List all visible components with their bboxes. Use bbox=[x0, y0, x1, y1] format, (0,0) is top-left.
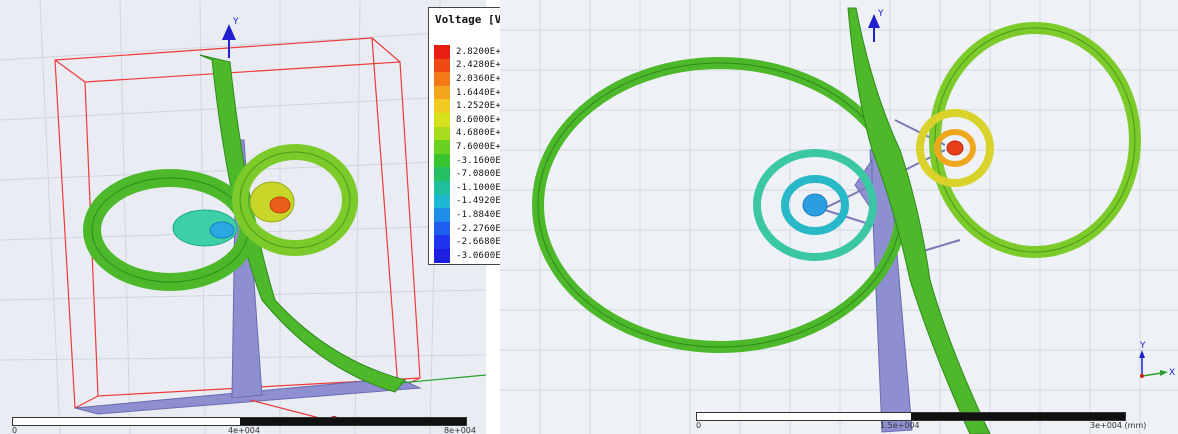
legend-swatch bbox=[434, 221, 450, 236]
legend-entry: 4.6800E+004 bbox=[434, 126, 523, 141]
legend-entry: -7.0800E+004 bbox=[434, 167, 523, 181]
legend-value: 1.2520E+005 bbox=[456, 101, 518, 112]
right-3d-viewport[interactable]: Y Y X 0 1.5e+004 3e+004 (mm) bbox=[500, 0, 1178, 434]
legend-value: 2.4280E+005 bbox=[456, 60, 518, 71]
legend-value: 4.6800E+004 bbox=[456, 128, 518, 139]
axis-triad: Y X bbox=[1139, 341, 1175, 378]
legend-entry: 8.6000E+004 bbox=[434, 112, 523, 127]
legend-entry: 2.4280E+005 bbox=[434, 58, 523, 73]
legend-value: -1.8840E+005 bbox=[456, 209, 524, 220]
legend-value: -3.0600E+005 bbox=[456, 250, 524, 261]
legend-swatch bbox=[434, 45, 450, 59]
coil-positive-outer bbox=[916, 109, 994, 187]
legend-entry: -3.0600E+005 bbox=[434, 248, 524, 263]
scale-bar-left bbox=[12, 417, 467, 426]
right-scene: Y Y X bbox=[500, 0, 1178, 434]
legend-entry: -2.2760E+005 bbox=[434, 221, 524, 236]
legend-value: -7.0800E+004 bbox=[456, 169, 524, 180]
legend-value: 8.6000E+004 bbox=[456, 114, 518, 125]
legend-swatch bbox=[434, 112, 450, 127]
legend-swatch bbox=[434, 99, 450, 113]
legend-swatch bbox=[434, 126, 450, 141]
legend-swatch bbox=[434, 208, 450, 222]
legend-value: -2.6680E+005 bbox=[456, 237, 524, 248]
scale-end-right: 3e+004 (mm) bbox=[1090, 421, 1147, 430]
legend-entry: 7.6000E+003 bbox=[434, 140, 523, 154]
legend-entries: 2.8200E+005 2.4280E+005 2.0360E+005 1.6440E… bbox=[434, 45, 523, 263]
ribbon-loop-right bbox=[929, 22, 1141, 258]
scale-start-left: 0 bbox=[12, 426, 18, 434]
legend-swatch bbox=[434, 72, 450, 86]
legend-entry: -1.1000E+005 bbox=[434, 180, 524, 195]
legend-value: 2.8200E+005 bbox=[456, 46, 518, 57]
y-axis-label: Y bbox=[232, 17, 239, 27]
legend-swatch bbox=[434, 58, 450, 73]
legend-entry: 1.6440E+005 bbox=[434, 85, 523, 100]
scale-start-right: 0 bbox=[696, 421, 702, 430]
legend-value: -1.4920E+005 bbox=[456, 196, 524, 207]
legend-value: -2.2760E+005 bbox=[456, 223, 524, 234]
legend-entry: -2.6680E+005 bbox=[434, 235, 523, 249]
triad-y-label: Y bbox=[1139, 341, 1146, 351]
legend-value: 1.6440E+005 bbox=[456, 87, 518, 98]
scale-mid-right: 1.5e+004 bbox=[880, 421, 920, 430]
legend-entry: -3.1600E+004 bbox=[434, 153, 524, 168]
left-3d-viewport[interactable]: Y 0 4e+004 8e+004 bbox=[0, 0, 486, 434]
scale-mid-left: 4e+004 bbox=[228, 426, 260, 434]
coil-positive-core bbox=[946, 140, 964, 156]
legend-value: 2.0360E+005 bbox=[456, 73, 518, 84]
scale-bar-right bbox=[696, 412, 1126, 421]
legend-swatch bbox=[434, 180, 450, 195]
left-scene: Y bbox=[0, 0, 486, 434]
legend-value: 7.6000E+003 bbox=[456, 141, 518, 152]
legend-entry: -1.4920E+005 bbox=[434, 194, 524, 209]
legend-swatch bbox=[434, 248, 450, 263]
legend-value: -1.1000E+005 bbox=[456, 182, 524, 193]
legend-entry: 2.8200E+005 bbox=[434, 45, 523, 59]
legend-swatch bbox=[434, 194, 450, 209]
legend-swatch bbox=[434, 153, 450, 168]
legend-swatch bbox=[434, 167, 450, 181]
coil-negative-outer bbox=[753, 149, 877, 261]
legend-swatch bbox=[434, 235, 450, 249]
legend-swatch bbox=[434, 85, 450, 100]
ribbon-sheet bbox=[847, 7, 991, 434]
legend-entry: 1.2520E+005 bbox=[434, 99, 523, 113]
legend-entry: -1.8840E+005 bbox=[434, 208, 523, 222]
y-axis-label-top: Y bbox=[877, 9, 884, 19]
legend-entry: 2.0360E+005 bbox=[434, 72, 523, 86]
scale-end-left: 8e+004 bbox=[444, 426, 476, 434]
legend-value: -3.1600E+004 bbox=[456, 155, 524, 166]
legend-title: Voltage [V] bbox=[435, 13, 508, 26]
legend-swatch bbox=[434, 140, 450, 154]
triad-x-label: X bbox=[1169, 368, 1175, 378]
coil-negative-core bbox=[802, 193, 828, 217]
